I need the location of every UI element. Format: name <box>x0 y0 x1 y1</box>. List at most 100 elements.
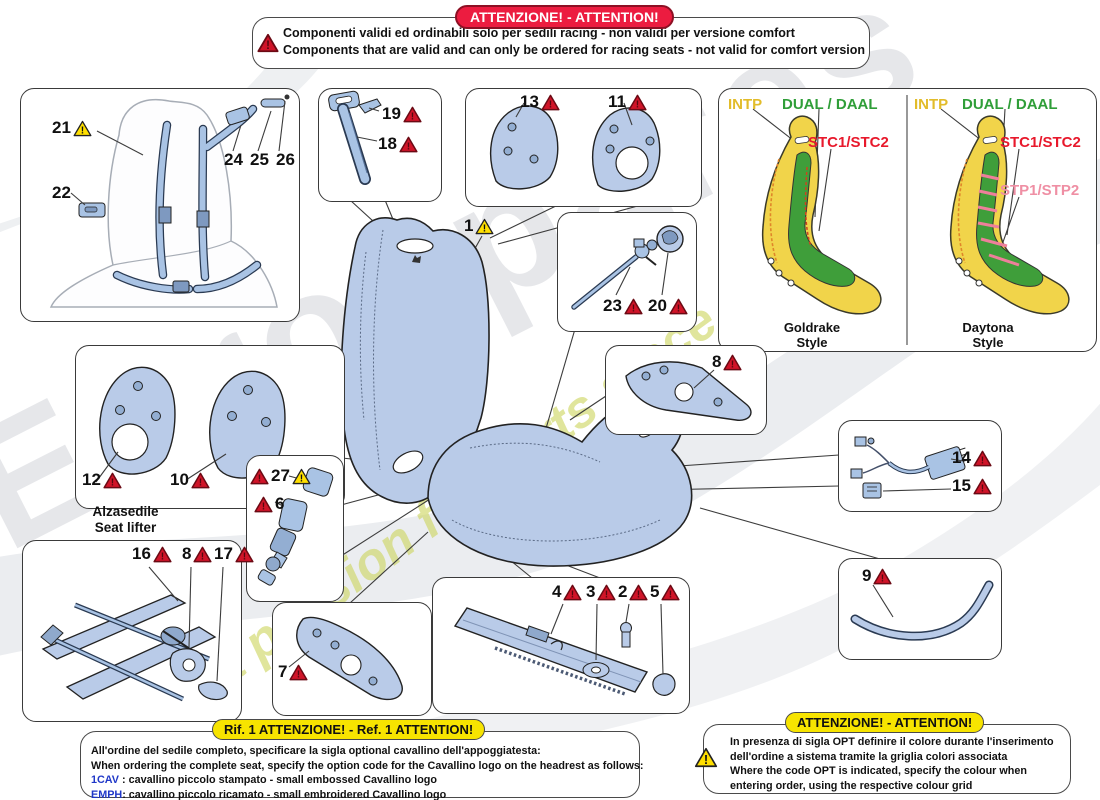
callout-8-panel-number: 8 <box>712 352 722 371</box>
opt-line-1: In presenza di sigla OPT definire il col… <box>730 736 1054 748</box>
callout-12: 12 <box>82 470 122 490</box>
opt-attention-banner: ATTENZIONE! - ATTENTION! <box>785 712 985 733</box>
callout-22: 22 <box>52 183 71 203</box>
panel-7-box <box>272 602 432 716</box>
callout-1: 1 <box>464 216 494 236</box>
callout-11: 11 <box>608 92 647 112</box>
callout-3-number: 3 <box>586 582 596 601</box>
callout-12-number: 12 <box>82 470 101 489</box>
opt-line-3: Where the code OPT is indicated, specify… <box>730 765 1027 777</box>
goldrake-name: Goldrake <box>783 320 841 335</box>
style-seats-illustration <box>752 95 1070 345</box>
warning-triangle-red-icon <box>103 472 122 489</box>
style-panel-box <box>718 88 1097 352</box>
warning-triangle-red-icon <box>541 94 560 111</box>
warning-triangle-red-icon <box>624 298 643 315</box>
buckle-illustration <box>257 467 334 586</box>
ref1-code1: 1CAV <box>91 774 119 786</box>
daytona-stp-label: STP1/STP2 <box>1000 182 1080 199</box>
side-panels-illustration <box>95 366 286 483</box>
callout-4: 4 <box>552 582 582 602</box>
callout-20-number: 20 <box>648 296 667 315</box>
callout-10-number: 10 <box>170 470 189 489</box>
callout-23: 23 <box>603 296 643 316</box>
callout-21-number: 21 <box>52 118 71 137</box>
warning-triangle-red-icon <box>257 33 279 58</box>
belt-guide-illustration <box>328 90 382 185</box>
warning-triangle-yellow-icon <box>292 468 311 485</box>
warning-triangle-red-icon <box>873 568 892 585</box>
callout-16: 16 <box>132 544 172 564</box>
callout-23-number: 23 <box>603 296 622 315</box>
callout-8-panel: 8 <box>712 352 742 372</box>
daytona-dual-daal-label: DUAL / DAAL <box>962 96 1058 113</box>
seat-lifter-title-it: Alzasedile <box>92 504 159 519</box>
rod-cap-illustration <box>571 225 684 310</box>
callout-16-number: 16 <box>132 544 151 563</box>
warning-triangle-red-icon <box>254 496 273 513</box>
warning-triangle-red-icon <box>973 478 992 495</box>
callout-26-number: 26 <box>276 150 295 169</box>
opt-line-4: entering order, using the respective col… <box>730 779 973 792</box>
warning-triangle-yellow-icon <box>475 218 494 235</box>
callout-19-number: 19 <box>382 104 401 123</box>
ref1-line-en: When ordering the complete seat, specify… <box>91 759 644 772</box>
callout-8-lifter: 8 <box>182 544 212 564</box>
callout-15-number: 15 <box>952 476 971 495</box>
panel-7-illustration <box>288 616 403 701</box>
daytona-name: Daytona <box>962 320 1014 335</box>
callout-13-number: 13 <box>520 92 539 111</box>
callout-25: 25 <box>250 150 269 170</box>
callout-17-number: 17 <box>214 544 233 563</box>
ref1-code2: EMPH <box>91 788 123 800</box>
callout-2: 2 <box>618 582 648 602</box>
ref1-line-it: All'ordine del sedile completo, specific… <box>91 745 541 757</box>
callout-14: 14 <box>952 448 992 468</box>
ref1-code1-desc: : cavallino piccolo stampato - small emb… <box>119 774 437 786</box>
warning-triangle-red-icon <box>153 546 172 563</box>
warning-triangle-red-icon <box>403 106 422 123</box>
side-panels-box <box>75 345 345 509</box>
callout-6: 6 <box>254 494 284 514</box>
warning-triangle-red-icon <box>628 94 647 111</box>
top-warning-line-it: Componenti validi ed ordinabili solo per… <box>283 26 795 40</box>
callout-18: 18 <box>378 134 418 154</box>
seat-lifter-box <box>22 540 242 722</box>
warning-triangle-red-icon <box>235 546 254 563</box>
headrest-panels-box <box>465 88 702 207</box>
callout-10: 10 <box>170 470 210 490</box>
goldrake-style-word: Style <box>796 335 828 350</box>
daytona-caption: Daytona Style <box>938 320 1038 350</box>
callout-13: 13 <box>520 92 560 112</box>
top-warning-line-en: Components that are valid and can only b… <box>283 43 866 57</box>
ref1-warning-box: All'ordine del sedile completo, specific… <box>80 731 644 800</box>
callout-8-lifter-number: 8 <box>182 544 192 563</box>
daytona-stc-label: STC1/STC2 <box>1000 134 1081 151</box>
goldrake-stc-label: STC1/STC2 <box>808 134 889 151</box>
callout-7-number: 7 <box>278 662 288 681</box>
callout-14-number: 14 <box>952 448 971 467</box>
daytona-intp-label: INTP <box>914 96 949 113</box>
harness-seat-box <box>20 88 300 322</box>
goldrake-caption: Goldrake Style <box>762 320 862 350</box>
warning-triangle-yellow-icon <box>694 747 718 773</box>
wiring-box <box>838 420 1002 512</box>
warning-triangle-red-icon <box>973 450 992 467</box>
tube-illustration <box>850 580 994 641</box>
main-seat-illustration <box>340 217 693 567</box>
goldrake-intp-label: INTP <box>728 96 763 113</box>
rail-illustration <box>453 603 676 696</box>
callout-7: 7 <box>278 662 308 682</box>
warning-triangle-red-icon <box>250 468 269 485</box>
harness-seat-illustration <box>49 94 290 308</box>
callout-18-number: 18 <box>378 134 397 153</box>
panel-8-illustration <box>625 361 752 421</box>
callout-27: 27 <box>250 466 311 486</box>
ref1-code2-desc: : cavallino piccolo ricamato - small emb… <box>122 788 447 800</box>
callout-11-number: 11 <box>608 92 626 111</box>
callout-5: 5 <box>650 582 680 602</box>
callout-9-number: 9 <box>862 566 872 585</box>
seat-lifter-illustration <box>40 566 228 702</box>
